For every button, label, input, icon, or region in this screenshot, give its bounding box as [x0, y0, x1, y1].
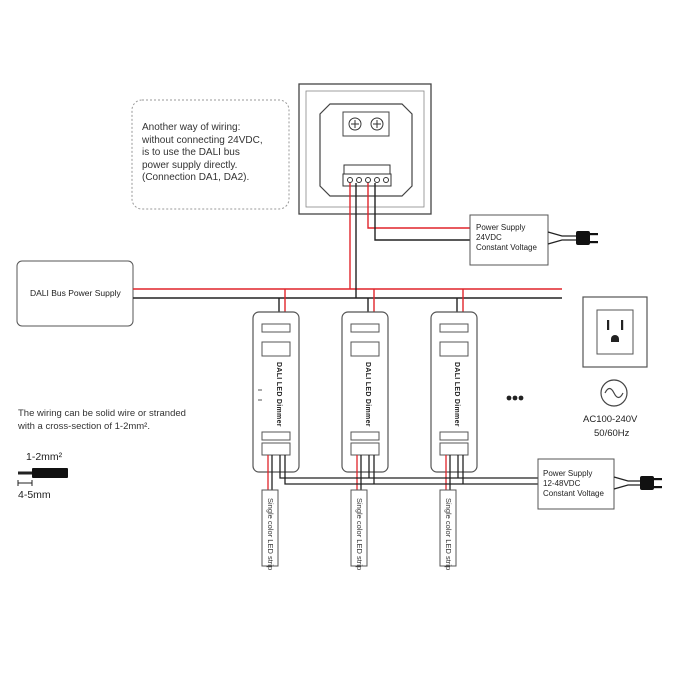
- wire-cross-section-label: 1-2mm²: [26, 451, 63, 463]
- callout-line: Another way of wiring:: [142, 122, 241, 133]
- ps-line: 24VDC: [476, 233, 502, 242]
- power-plug-icon: [640, 476, 662, 490]
- dimmer-1-label: DALI LED Dimmer: [275, 362, 282, 427]
- ps-line: Power Supply: [476, 223, 526, 232]
- led-strip-3: [439, 489, 457, 567]
- dimmer-2-label: DALI LED Dimmer: [364, 362, 371, 427]
- led-strip-1: [261, 489, 279, 567]
- led-strip-2: [350, 489, 368, 567]
- ps-line: Power Supply: [543, 469, 593, 478]
- wiring-note: The wiring can be solid wire or stranded…: [18, 408, 258, 433]
- callout-line: is to use the DALI bus: [142, 147, 240, 158]
- wiring-note-line: The wiring can be solid wire or stranded: [18, 408, 186, 419]
- power-supply-24-box: [469, 214, 549, 266]
- power-supply-24-label: Power Supply 24VDC Constant Voltage: [476, 223, 537, 253]
- ps-line: Constant Voltage: [476, 243, 537, 252]
- callout-line: without connecting 24VDC,: [142, 134, 263, 146]
- more-dimmers-dots: [506, 395, 524, 401]
- callout-line: power supply directly.: [142, 159, 238, 171]
- callout-box: [131, 99, 290, 210]
- dali-bus-supply-box: [16, 260, 134, 327]
- callout-text: Another way of wiring: without connectin…: [142, 122, 287, 185]
- power-supply-12-48-label: Power Supply 12-48VDC Constant Voltage: [543, 469, 604, 499]
- dali-bus-supply-label: DALI Bus Power Supply: [30, 288, 121, 298]
- dimmer-1: [252, 311, 300, 473]
- wiring-note-line: with a cross-section of 1-2mm².: [18, 420, 150, 432]
- dimmer-3-label: DALI LED Dimmer: [453, 362, 460, 427]
- ps-line: 12-48VDC: [543, 479, 581, 488]
- wall-panel-icon: [298, 83, 432, 215]
- wire-strip-length-label: 4-5mm: [18, 489, 51, 501]
- led-strip-1-label: Single color LED strip: [266, 498, 275, 571]
- callout-line: (Connection DA1, DA2).: [142, 172, 250, 183]
- ac-sine-icon: [600, 379, 628, 407]
- ps-line: Constant Voltage: [543, 489, 604, 498]
- dimmer-2: [341, 311, 389, 473]
- led-strip-3-label: Single color LED strip: [444, 498, 453, 571]
- led-strip-2-label: Single color LED strip: [355, 498, 364, 571]
- power-plug-icon: [576, 231, 598, 245]
- ac-voltage-label: AC100-240V: [583, 414, 638, 425]
- wall-outlet-icon: [582, 296, 648, 368]
- ac-frequency-label: 50/60Hz: [594, 428, 630, 439]
- power-supply-12-48-box: [537, 458, 615, 510]
- dimmer-3: [430, 311, 478, 473]
- wire-icon: [17, 468, 68, 486]
